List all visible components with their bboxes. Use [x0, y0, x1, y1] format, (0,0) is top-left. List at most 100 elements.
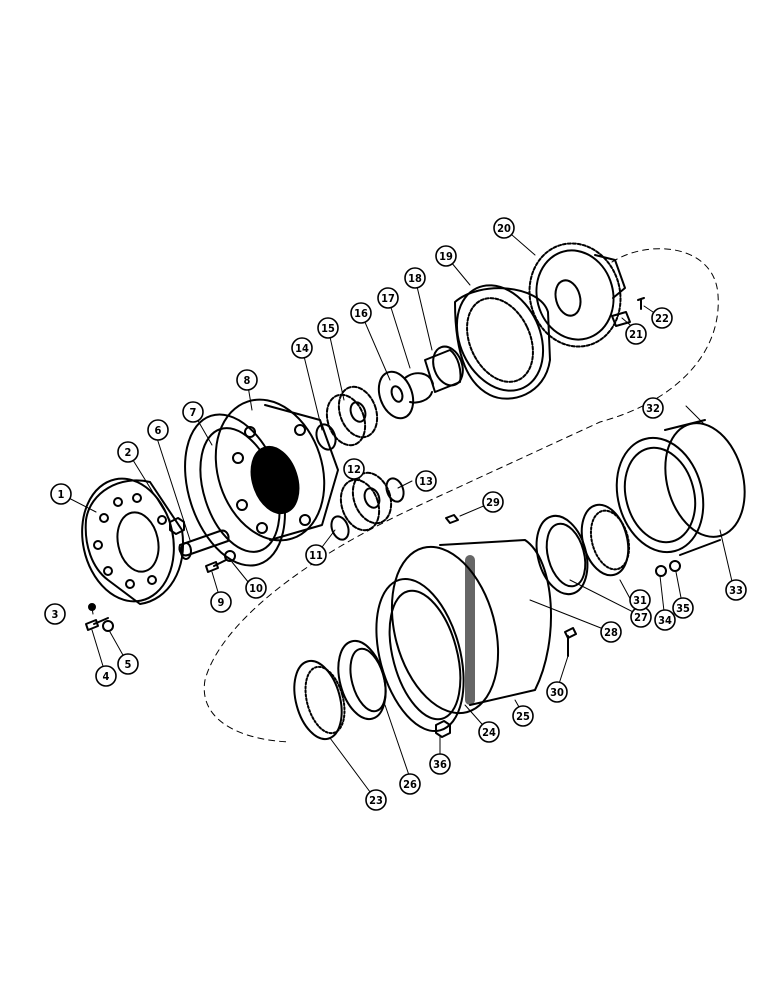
part-4-bolt	[85, 617, 109, 631]
callout-bubble	[117, 441, 139, 463]
part-22-screw	[637, 297, 645, 310]
callout-group: 1234567891011121314151617181920212223242…	[44, 217, 747, 811]
part-20-drive-gear	[528, 242, 626, 348]
callout-label: 2	[125, 446, 132, 459]
callout-label: 30	[550, 686, 564, 699]
part-31-bearing-cone	[580, 503, 631, 577]
callout-label: 17	[381, 292, 395, 305]
callout-9: 9	[210, 591, 232, 613]
part-6-pin	[178, 529, 230, 560]
part-25-hub	[390, 539, 553, 715]
part-36-nut	[435, 720, 451, 738]
callout-label: 10	[249, 582, 263, 595]
callout-bubble	[482, 491, 504, 513]
callout-12: 12	[343, 458, 365, 480]
callout-label: 20	[497, 222, 511, 235]
assembly-path-dashed	[203, 248, 719, 743]
part-23-bearing-cone	[293, 659, 346, 741]
callout-bubble	[435, 245, 457, 267]
callout-label: 25	[516, 710, 530, 723]
callout-23: 23	[365, 789, 387, 811]
callout-5: 5	[117, 653, 139, 675]
callout-25: 25	[512, 705, 534, 727]
callout-2: 2	[117, 441, 139, 463]
callout-label: 19	[439, 250, 453, 263]
callout-label: 22	[655, 312, 669, 325]
callout-label: 24	[482, 726, 496, 739]
part-34-nut	[655, 565, 667, 577]
callout-bubble	[291, 337, 313, 359]
part-14-washer	[315, 423, 337, 451]
callout-label: 27	[634, 611, 648, 624]
callout-21: 21	[625, 323, 647, 345]
callout-bubble	[512, 705, 534, 727]
callout-label: 18	[408, 272, 422, 285]
callout-bubble	[404, 267, 426, 289]
callout-bubble	[317, 317, 339, 339]
callout-34: 34	[654, 609, 676, 631]
callout-27: 27	[630, 606, 652, 628]
callout-label: 35	[676, 602, 690, 615]
part-16-washer	[377, 370, 415, 420]
callout-26: 26	[399, 773, 421, 795]
callout-label: 5	[125, 658, 132, 671]
part-29-fitting	[445, 514, 459, 524]
callout-3: 3	[44, 603, 66, 625]
part-30-bolt	[564, 627, 577, 657]
callout-bubble	[600, 621, 622, 643]
callout-label: 7	[190, 406, 197, 419]
callout-label: 23	[369, 794, 383, 807]
callout-18: 18	[404, 267, 426, 289]
part-1-flange-plate	[81, 477, 185, 605]
callout-20: 20	[493, 217, 515, 239]
part-35-washer	[669, 560, 681, 572]
callout-bubble	[50, 483, 72, 505]
callout-bubble	[415, 470, 437, 492]
callout-label: 11	[309, 549, 323, 562]
callout-bubble	[654, 609, 676, 631]
callout-bubble	[651, 307, 673, 329]
callout-14: 14	[291, 337, 313, 359]
callout-bubble	[672, 597, 694, 619]
callout-bubble	[493, 217, 515, 239]
callout-bubble	[642, 397, 664, 419]
callout-label: 14	[295, 342, 309, 355]
part-5-washer	[102, 620, 114, 632]
callout-bubble	[725, 579, 747, 601]
callout-label: 8	[244, 374, 251, 387]
callout-label: 31	[633, 594, 647, 607]
callout-label: 1	[58, 488, 65, 501]
callout-8: 8	[236, 369, 258, 391]
part-8-planet-carrier	[214, 398, 339, 542]
callout-28: 28	[600, 621, 622, 643]
callout-label: 4	[103, 670, 110, 683]
part-2-nut	[169, 517, 185, 535]
leader-lines	[60, 227, 735, 801]
part-33-ring	[664, 419, 746, 556]
callout-label: 29	[486, 496, 500, 509]
callout-label: 6	[155, 424, 162, 437]
part-32-seal	[615, 436, 705, 554]
part-10-washer	[224, 550, 236, 562]
callout-31: 31	[629, 589, 651, 611]
callout-bubble	[210, 591, 232, 613]
callout-32: 32	[642, 397, 664, 419]
part-19-ring-gear	[454, 284, 551, 400]
callout-4: 4	[95, 665, 117, 687]
callout-30: 30	[546, 681, 568, 703]
callout-bubble	[182, 401, 204, 423]
callout-bubble	[546, 681, 568, 703]
callout-6: 6	[147, 419, 169, 441]
callout-bubble	[305, 544, 327, 566]
callout-bubble	[365, 789, 387, 811]
callout-22: 22	[651, 307, 673, 329]
part-15-planet-gear	[325, 385, 379, 447]
part-13-washer	[385, 477, 405, 503]
callout-bubble	[95, 665, 117, 687]
callout-label: 34	[658, 614, 672, 627]
callout-29: 29	[482, 491, 504, 513]
callout-35: 35	[672, 597, 694, 619]
callout-7: 7	[182, 401, 204, 423]
callout-11: 11	[305, 544, 327, 566]
callout-bubble	[478, 721, 500, 743]
